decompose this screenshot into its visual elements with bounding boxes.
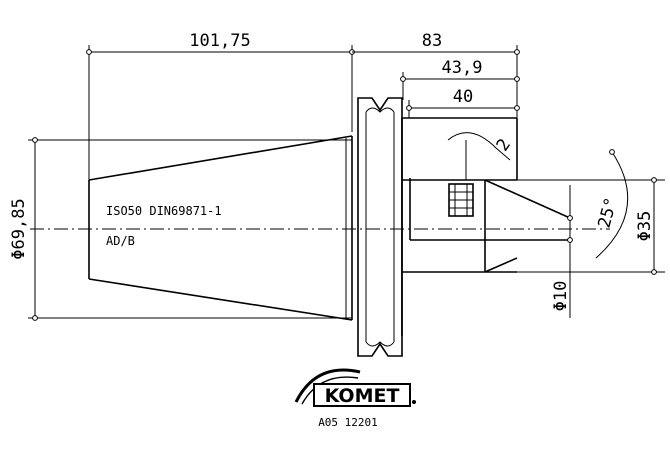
dim-line-35 [517, 177, 665, 275]
bore [409, 178, 571, 273]
standard-label: ISO50 DIN69871-1 [106, 204, 222, 218]
dim-line-43-9 [400, 76, 520, 82]
flange [357, 97, 403, 357]
thread-angle-marker [447, 132, 511, 180]
dim-label-43-9: 43,9 [442, 58, 483, 78]
dim-line-83 [352, 49, 520, 55]
dim-label-thread: 2 [493, 135, 515, 155]
front-collar [401, 117, 518, 336]
dim-label-35: Φ35 [635, 211, 655, 242]
taper-angle-arc [595, 149, 629, 259]
dim-label-40: 40 [453, 87, 473, 107]
form-label: AD/B [106, 234, 135, 248]
taper-shank [88, 135, 353, 321]
komet-logo: KOMET [294, 368, 416, 407]
dim-label-25: 25° [595, 195, 622, 230]
dim-line-10 [567, 185, 573, 318]
logo-brand: KOMET [325, 385, 400, 407]
article-number: A05 12201 [318, 416, 378, 429]
threaded-insert [448, 183, 474, 217]
dim-label-10: Φ10 [551, 281, 571, 312]
dim-label-101-75: 101,75 [189, 31, 250, 51]
dim-line-40 [406, 105, 520, 111]
dim-label-83: 83 [422, 31, 442, 51]
dim-label-69-85: Φ69,85 [9, 198, 29, 259]
